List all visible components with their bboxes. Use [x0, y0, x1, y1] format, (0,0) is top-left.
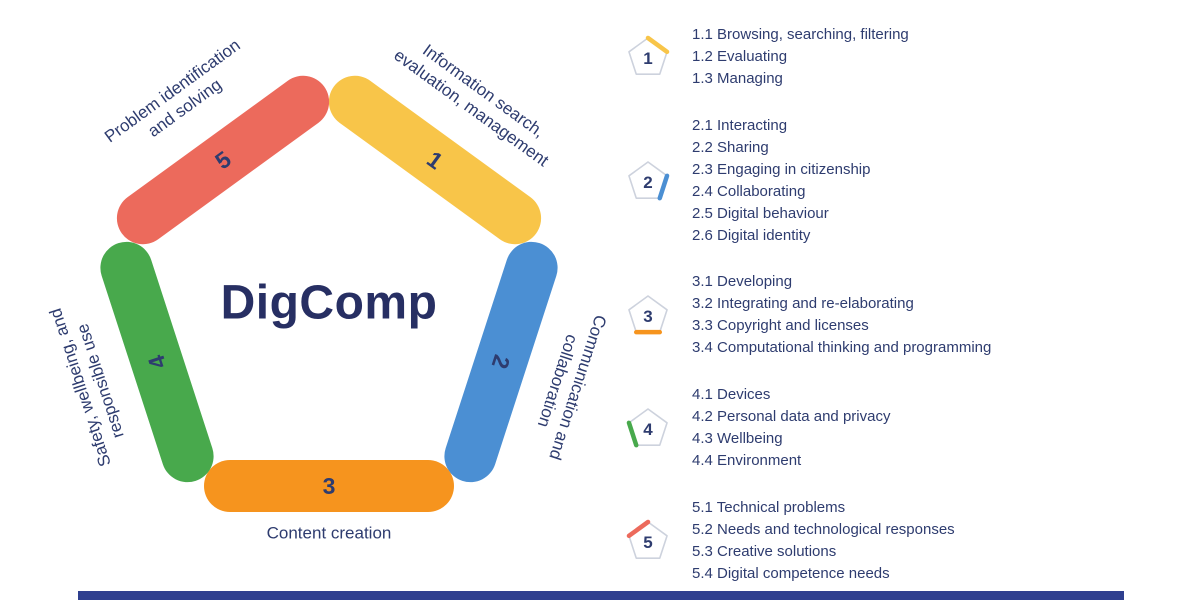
legend-item: 1.1 Browsing, searching, filtering: [692, 26, 909, 43]
legend-group-4: 4 4.1 Devices 4.2 Personal data and priv…: [624, 384, 890, 472]
pentagon-badge-4: 4: [626, 408, 668, 448]
legend-item: 2.6 Digital identity: [692, 227, 811, 244]
legend-item: 5.1 Technical problems: [692, 499, 846, 516]
segment-number-2: 2: [487, 352, 516, 373]
legend-items-3: 3.1 Developing 3.2 Integrating and re-el…: [692, 271, 991, 359]
badge-number-3: 3: [643, 307, 652, 326]
pentagon-badge-1: 1: [628, 35, 670, 75]
legend-item: 4.3 Wellbeing: [692, 430, 783, 447]
legend-item: 3.3 Copyright and licenses: [692, 317, 869, 334]
segment-number-5: 5: [209, 145, 236, 174]
footer-accent-bar: [78, 591, 1124, 600]
legend-group-2: 2 2.1 Interacting 2.2 Sharing 2.3 Engagi…: [624, 115, 870, 247]
legend-item: 2.5 Digital behaviour: [692, 205, 829, 222]
badge-edge-red: [626, 519, 651, 539]
pentagon-badge-2: 2: [628, 161, 670, 201]
badge-edge-yellow: [645, 35, 670, 55]
legend-items-5: 5.1 Technical problems 5.2 Needs and tec…: [692, 497, 955, 585]
badge-edge-blue: [657, 173, 670, 201]
legend-item: 5.2 Needs and technological responses: [692, 521, 955, 538]
segment-number-3: 3: [322, 472, 336, 499]
legend-item: 5.3 Creative solutions: [692, 543, 837, 560]
badge-number-4: 4: [643, 420, 653, 439]
legend-item: 1.2 Evaluating: [692, 48, 788, 65]
legend-group-5: 5 5.1 Technical problems 5.2 Needs and t…: [624, 497, 955, 585]
badge-number-2: 2: [643, 173, 652, 192]
segment-number-1: 1: [422, 145, 449, 174]
legend-items-2: 2.1 Interacting 2.2 Sharing 2.3 Engaging…: [692, 115, 870, 247]
legend-item: 3.2 Integrating and re-elaborating: [692, 295, 914, 312]
segment-bar-content-creation: 3: [204, 460, 454, 512]
legend-item: 3.1 Developing: [692, 273, 793, 290]
legend-item: 2.3 Engaging in citizenship: [692, 161, 871, 178]
legend-group-1: 1 1.1 Browsing, searching, filtering 1.2…: [624, 24, 909, 90]
legend-item: 2.4 Collaborating: [692, 183, 806, 200]
legend-item: 2.2 Sharing: [692, 139, 769, 156]
badge-number-5: 5: [643, 533, 652, 552]
diagram-title: DigComp: [220, 276, 438, 330]
legend-item: 1.3 Managing: [692, 70, 783, 87]
legend-item: 5.4 Digital competence needs: [692, 565, 890, 582]
legend-item: 3.4 Computational thinking and programmi…: [692, 339, 992, 356]
legend-items-1: 1.1 Browsing, searching, filtering 1.2 E…: [692, 24, 909, 90]
badge-number-1: 1: [643, 49, 652, 68]
segment-number-4: 4: [142, 352, 171, 373]
legend-item: 4.2 Personal data and privacy: [692, 408, 891, 425]
pentagon-badge-5: 5: [626, 519, 668, 559]
legend-items-4: 4.1 Devices 4.2 Personal data and privac…: [692, 384, 890, 472]
pentagon-badge-3: 3: [628, 295, 668, 335]
legend-item: 2.1 Interacting: [692, 117, 788, 134]
legend-item: 4.1 Devices: [692, 386, 771, 403]
pentagon-badge-outline: [628, 161, 668, 199]
pentagon-badge-outline: [628, 408, 668, 446]
segment-bar-problem-solving: 5: [106, 65, 340, 255]
legend-group-3: 3 3.1 Developing 3.2 Integrating and re-…: [624, 271, 991, 359]
segment-label-content-creation: Content creation: [266, 523, 392, 543]
badge-edge-green: [626, 420, 639, 448]
legend-item: 4.4 Environment: [692, 452, 802, 469]
